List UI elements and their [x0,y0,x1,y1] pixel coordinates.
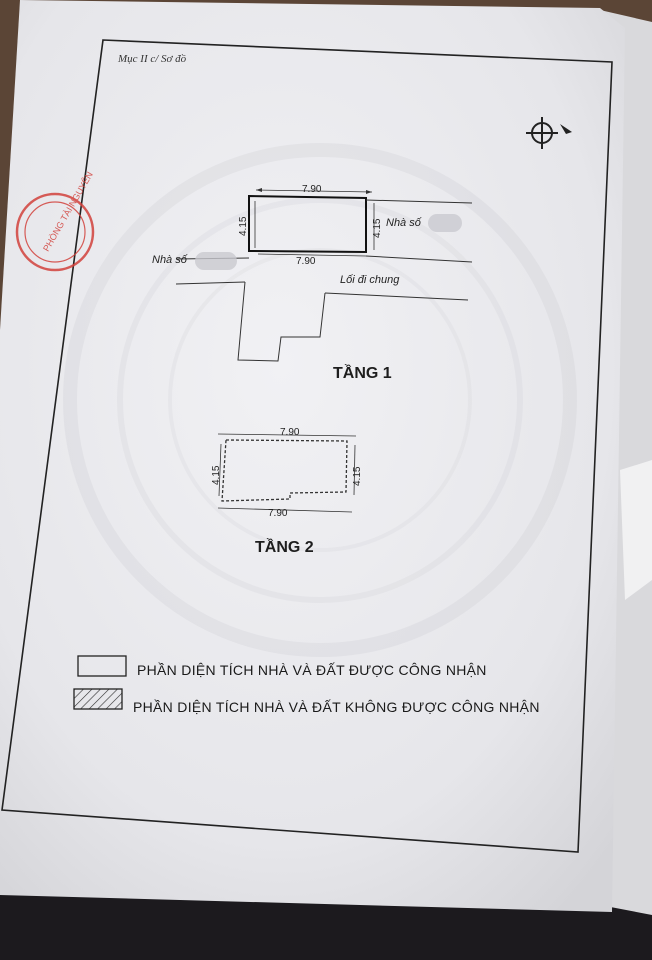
floor1-width-top: 7.90 [302,184,322,195]
floor1-depth-right: 4.15 [372,218,383,238]
legend: PHẦN DIỆN TÍCH NHÀ VÀ ĐẤT ĐƯỢC CÔNG NHẬN… [73,655,540,715]
floor1-title: TẦNG 1 [333,363,392,382]
floor2-lot [221,439,348,502]
floor2-plan: 7.90 4.15 4.15 7.90 TẦNG 2 [211,427,363,556]
floor1-depth-left: 4.15 [238,216,249,236]
floor1-neighbor-right: Nhà số [386,217,422,229]
floor2-depth-right: 4.15 [352,466,363,486]
blurred-house-number-right [428,214,462,232]
floor2-width-bottom: 7.90 [268,508,288,519]
watermark [63,143,577,657]
floor2-width-top: 7.90 [280,427,300,438]
legend-box-recognized [77,655,127,677]
floor1-passage-label: Lối đi chung [340,274,400,286]
section-label: Mục II c/ Sơ đồ [117,53,187,65]
floor1-neighbor-left: Nhà số [152,254,188,266]
legend-box-not-recognized [73,688,123,710]
floor1-plan: 7.90 4.15 4.15 7.90 Nhà số Nhà số Lối đi… [152,184,473,382]
blurred-house-number-left [195,252,237,270]
paper-sheet [0,0,625,912]
floor2-depth-left: 4.15 [211,465,222,485]
glare [620,460,652,600]
legend-recognized-label: PHẦN DIỆN TÍCH NHÀ VÀ ĐẤT ĐƯỢC CÔNG NHẬN [137,662,487,678]
legend-not-recognized-label: PHẦN DIỆN TÍCH NHÀ VÀ ĐẤT KHÔNG ĐƯỢC CÔN… [133,699,540,715]
page-frame [1,39,613,853]
north-arrow-icon [526,117,572,149]
floor1-width-bottom: 7.90 [296,256,316,267]
floor1-lot [248,194,367,254]
floor2-title: TẦNG 2 [255,537,314,556]
